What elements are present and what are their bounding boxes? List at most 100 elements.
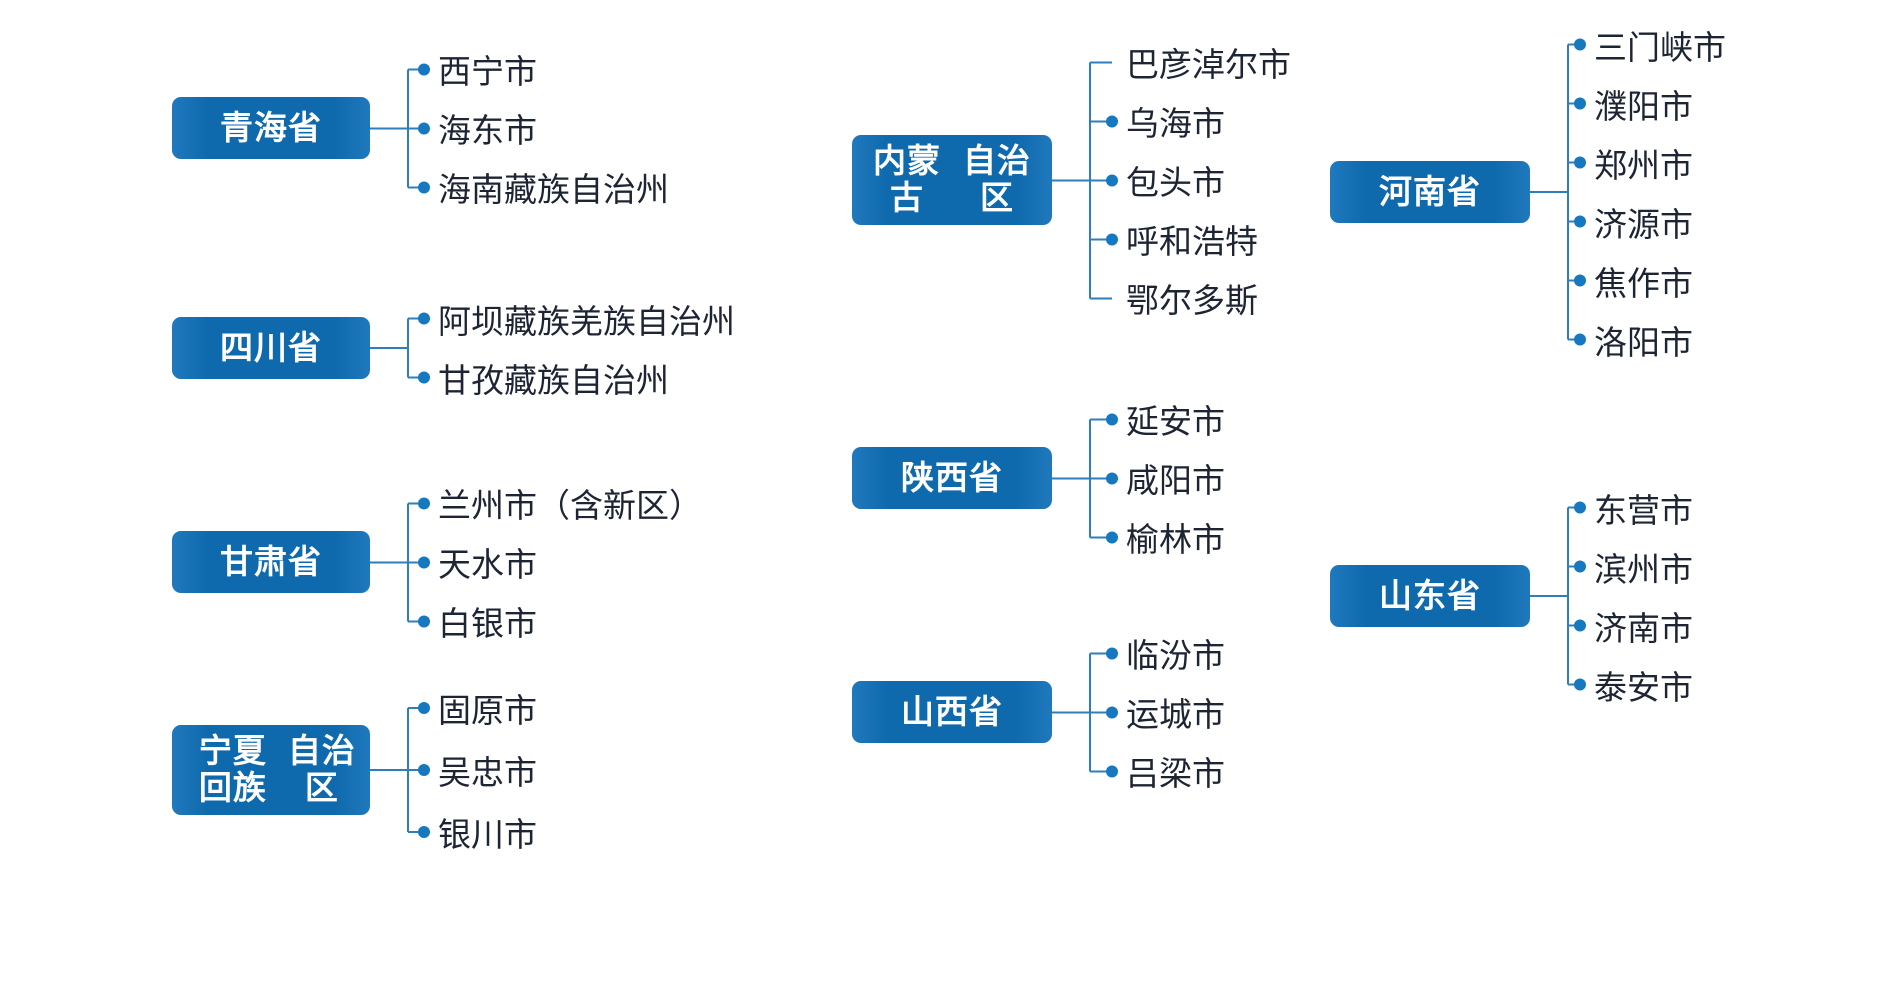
city-item[interactable]: 延安市 xyxy=(1112,390,1225,449)
city-item[interactable]: 运城市 xyxy=(1112,683,1225,742)
city-item[interactable]: 巴彦淖尔市 xyxy=(1112,33,1291,92)
city-item[interactable]: 济源市 xyxy=(1580,192,1726,251)
province-node-ningxia[interactable]: 宁夏回族自治区 xyxy=(172,725,370,815)
city-label: 运城市 xyxy=(1126,696,1225,733)
city-label: 郑州市 xyxy=(1594,146,1693,184)
city-item[interactable]: 西宁市 xyxy=(424,40,669,99)
city-item[interactable]: 东营市 xyxy=(1580,478,1693,537)
bullet-dot-icon xyxy=(1574,678,1586,691)
province-node-shaanxi[interactable]: 陕西省 xyxy=(852,447,1052,509)
bullet-dot-icon xyxy=(1106,706,1118,718)
city-item[interactable]: 泰安市 xyxy=(1580,655,1693,714)
city-item[interactable]: 乌海市 xyxy=(1112,92,1291,151)
bullet-dot-icon xyxy=(1106,115,1118,127)
bullet-dot-icon xyxy=(1574,560,1586,573)
city-item[interactable]: 甘孜藏族自治州 xyxy=(424,348,735,407)
child-list-shanxi: 临汾市运城市吕梁市 xyxy=(1112,624,1225,801)
bullet-dot-icon xyxy=(1106,531,1118,543)
child-list-ningxia: 固原市吴忠市银川市 xyxy=(424,677,537,863)
city-item[interactable]: 三门峡市 xyxy=(1580,15,1726,74)
city-label: 吴忠市 xyxy=(438,754,537,791)
province-node-sichuan[interactable]: 四川省 xyxy=(172,317,370,379)
bullet-dot-icon xyxy=(1106,233,1118,245)
province-label-line: 陕西省 xyxy=(901,458,1003,496)
city-item[interactable]: 洛阳市 xyxy=(1580,310,1726,369)
city-label: 滨州市 xyxy=(1594,550,1693,588)
branch-shandong: 山东省 东营市滨州市济南市泰安市 xyxy=(1330,478,1693,714)
bullet-dot-icon xyxy=(418,181,430,193)
city-item[interactable]: 银川市 xyxy=(424,801,537,863)
city-label: 洛阳市 xyxy=(1594,323,1693,361)
city-item[interactable]: 滨州市 xyxy=(1580,537,1693,596)
city-item[interactable]: 吴忠市 xyxy=(424,739,537,801)
city-label: 海南藏族自治州 xyxy=(438,171,669,208)
province-node-shanxi[interactable]: 山西省 xyxy=(852,681,1052,743)
city-item[interactable]: 兰州市（含新区） xyxy=(424,474,702,533)
city-item[interactable]: 海南藏族自治州 xyxy=(424,158,669,217)
province-label-line: 山西省 xyxy=(901,692,1003,730)
city-item[interactable]: 榆林市 xyxy=(1112,508,1225,567)
bullet-dot-icon xyxy=(1106,472,1118,484)
city-item[interactable]: 白银市 xyxy=(424,592,702,651)
province-label-line: 自治区 xyxy=(963,142,1031,216)
city-label: 咸阳市 xyxy=(1126,462,1225,499)
connector-henan xyxy=(1530,15,1586,369)
branch-shanxi: 山西省 临汾市运城市吕梁市 xyxy=(852,624,1225,801)
bullet-dot-icon xyxy=(418,556,430,568)
city-item[interactable]: 濮阳市 xyxy=(1580,74,1726,133)
city-label: 济源市 xyxy=(1594,205,1693,243)
city-item[interactable]: 郑州市 xyxy=(1580,133,1726,192)
city-label: 东营市 xyxy=(1594,491,1693,529)
bullet-dot-icon xyxy=(418,122,430,134)
city-label: 济南市 xyxy=(1594,609,1693,647)
city-item[interactable]: 固原市 xyxy=(424,677,537,739)
bullet-dot-icon xyxy=(1574,156,1586,169)
child-list-neimenggu: 巴彦淖尔市乌海市包头市呼和浩特鄂尔多斯 xyxy=(1112,33,1291,328)
bullet-dot-icon xyxy=(418,63,430,75)
city-item[interactable]: 天水市 xyxy=(424,533,702,592)
province-label-line: 四川省 xyxy=(220,328,322,366)
bullet-dot-icon xyxy=(418,312,430,325)
bullet-dot-icon xyxy=(418,371,430,384)
bullet-dot-icon xyxy=(1574,274,1586,287)
branch-henan: 河南省 三门峡市濮阳市郑州市济源市焦作市洛阳市 xyxy=(1330,15,1726,369)
city-label: 延安市 xyxy=(1126,403,1225,440)
child-list-sichuan: 阿坝藏族羌族自治州甘孜藏族自治州 xyxy=(424,289,735,407)
city-item[interactable]: 阿坝藏族羌族自治州 xyxy=(424,289,735,348)
province-label-line: 甘肃省 xyxy=(220,542,322,580)
province-node-qinghai[interactable]: 青海省 xyxy=(172,97,370,159)
city-item[interactable]: 呼和浩特 xyxy=(1112,210,1291,269)
bullet-dot-icon xyxy=(1574,501,1586,514)
city-label: 榆林市 xyxy=(1126,521,1225,558)
city-item[interactable]: 鄂尔多斯 xyxy=(1112,269,1291,328)
branch-shaanxi: 陕西省 延安市咸阳市榆林市 xyxy=(852,390,1225,567)
child-list-shaanxi: 延安市咸阳市榆林市 xyxy=(1112,390,1225,567)
bullet-dot-icon xyxy=(1574,38,1586,51)
city-label: 三门峡市 xyxy=(1594,28,1726,66)
city-item[interactable]: 吕梁市 xyxy=(1112,742,1225,801)
child-list-qinghai: 西宁市海东市海南藏族自治州 xyxy=(424,40,669,217)
branch-qinghai: 青海省西宁市海东市海南藏族自治州 xyxy=(172,40,669,217)
child-list-gansu: 兰州市（含新区）天水市白银市 xyxy=(424,474,702,651)
city-label: 西宁市 xyxy=(438,53,537,90)
city-item[interactable]: 焦作市 xyxy=(1580,251,1726,310)
city-item[interactable]: 海东市 xyxy=(424,99,669,158)
connector-sichuan xyxy=(370,289,430,407)
city-item[interactable]: 临汾市 xyxy=(1112,624,1225,683)
city-label: 巴彦淖尔市 xyxy=(1126,46,1291,83)
city-item[interactable]: 包头市 xyxy=(1112,151,1291,210)
bullet-dot-icon xyxy=(1574,215,1586,228)
province-node-gansu[interactable]: 甘肃省 xyxy=(172,531,370,593)
bullet-dot-icon xyxy=(1106,413,1118,425)
bullet-dot-icon xyxy=(1106,647,1118,659)
province-node-neimenggu[interactable]: 内蒙古自治区 xyxy=(852,135,1052,225)
province-node-henan[interactable]: 河南省 xyxy=(1330,161,1530,223)
province-node-shandong[interactable]: 山东省 xyxy=(1330,565,1530,627)
province-label-line: 河南省 xyxy=(1379,172,1481,210)
city-label: 泰安市 xyxy=(1594,668,1693,706)
city-label: 阿坝藏族羌族自治州 xyxy=(438,302,735,340)
city-label: 包头市 xyxy=(1126,164,1225,201)
city-item[interactable]: 咸阳市 xyxy=(1112,449,1225,508)
city-label: 白银市 xyxy=(438,605,537,642)
city-item[interactable]: 济南市 xyxy=(1580,596,1693,655)
